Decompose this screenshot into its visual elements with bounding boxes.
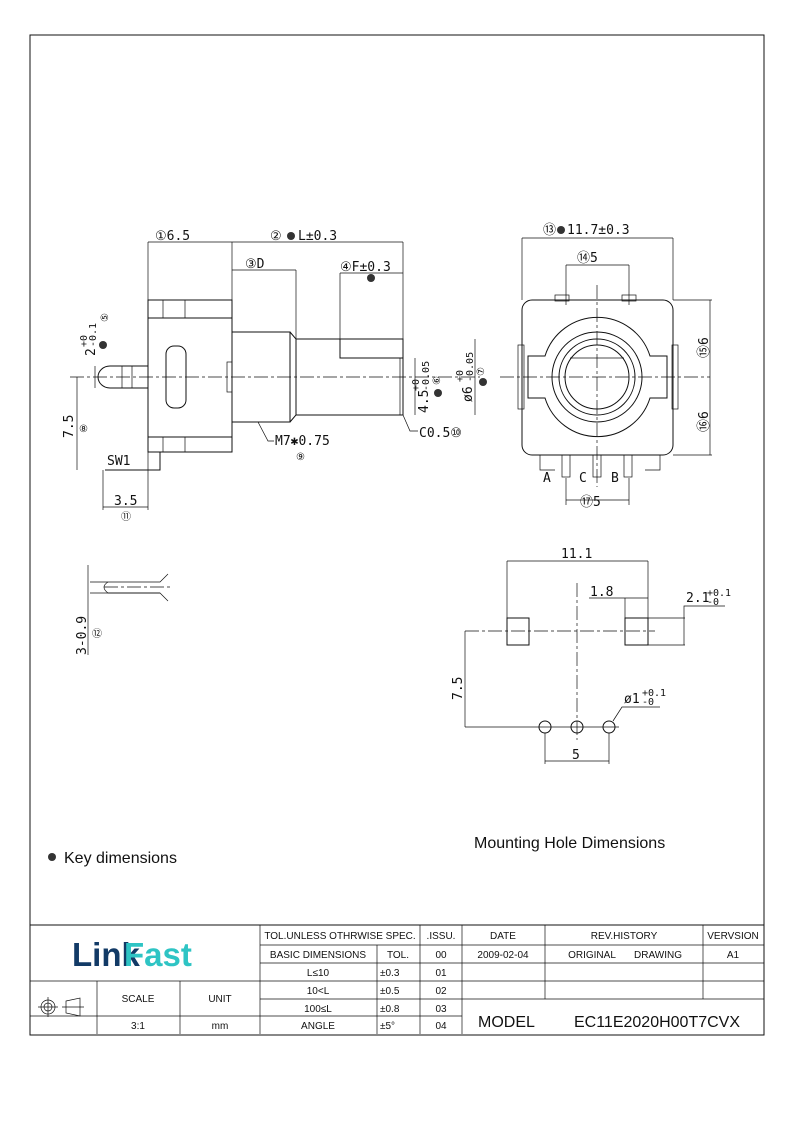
scale-value: 3:1 [131, 1021, 145, 1032]
tol-col-header: TOL. [387, 950, 409, 961]
dim-pad: 1.8 [590, 585, 613, 600]
pin-a: A [543, 471, 551, 486]
pin-view: 3-0.9 ⑫ [75, 565, 170, 655]
dim-5: 2 [84, 348, 99, 356]
tol-row-dim: L≤10 [307, 968, 330, 979]
chamfer: C0.5⑩ [419, 426, 462, 441]
dim-2-no: ② [270, 229, 282, 244]
key-dot [367, 274, 375, 282]
key-dot [287, 232, 295, 240]
dim-17: ⑰5 [580, 495, 601, 510]
logo-link: Link [72, 936, 140, 973]
tol-row-tol: ±0.8 [380, 1004, 400, 1015]
thread-spec: M7✱0.75 [275, 434, 330, 449]
tol-row-dim: 100≤L [304, 1004, 332, 1015]
dim-hole-dn: -0 [642, 697, 654, 708]
dim-5-tol-dn: -0.1 [88, 323, 99, 347]
dim-16: ⑯6 [697, 411, 712, 432]
dim-6-no: ⑥ [432, 376, 443, 385]
tol-row-tol: ±0.3 [380, 968, 400, 979]
dim-8: 7.5 [62, 415, 77, 438]
dim-12-no: ⑫ [92, 628, 102, 640]
basic-dims-header: BASIC DIMENSIONS [270, 950, 366, 961]
sheet-frame [29, 34, 765, 1036]
dim-3: ③D [245, 257, 265, 272]
pin-c: C [579, 471, 587, 486]
dim-7: ø6 [461, 386, 476, 402]
dim-13-no: ⑬ [543, 223, 556, 238]
issu-00: 00 [435, 950, 447, 961]
dim-11-no: ⑪ [121, 511, 131, 523]
dim-6: 4.5 [417, 390, 432, 413]
sw-label: SW1 [107, 454, 130, 469]
tol-row-issu: 01 [435, 968, 447, 979]
tol-row-issu: 04 [435, 1021, 447, 1032]
logo-fast: Fast [124, 936, 192, 973]
dim-7-tol-up: +0 [455, 370, 466, 382]
key-dot [434, 389, 442, 397]
dim-6-tol-up: +0 [411, 379, 422, 391]
dim-6-tol-dn: -0.05 [421, 361, 432, 391]
mounting-hole-drawing: 11.1 1.8 2.1 +0.1 -0 7.5 ø1 +0.1 -0 5 Mo… [451, 547, 731, 852]
tol-row-issu: 03 [435, 1004, 447, 1015]
dim-15: ⑮6 [697, 337, 712, 358]
dim-1: ①6.5 [155, 229, 190, 244]
unit-label: UNIT [208, 994, 231, 1005]
tol-row-tol: ±0.5 [380, 986, 400, 997]
dim-pitch: 5 [572, 748, 580, 763]
date-header: DATE [490, 931, 516, 942]
dim-5-no: ⑤ [100, 313, 111, 322]
dim-hole-up: +0.1 [642, 688, 666, 699]
version-header: VERVSION [707, 931, 759, 942]
dim-hole: ø1 [624, 692, 640, 707]
rev-drawing: DRAWING [634, 950, 682, 961]
model-label: MODEL [478, 1014, 535, 1031]
pin-b: B [611, 471, 619, 486]
tol-row-dim: ANGLE [301, 1021, 335, 1032]
dim-12: 3-0.9 [75, 616, 90, 655]
key-dot [479, 378, 487, 386]
rev-original: ORIGINAL [568, 950, 616, 961]
version-value: A1 [727, 950, 740, 961]
tol-header: TOL.UNLESS OTHRWISE SPEC. [264, 931, 415, 942]
dim-4: ④F±0.3 [340, 260, 391, 275]
side-view: ①6.5 ② L±0.3 ③D ④F±0.3 2 +0 -0.1 ⑤ 7.5 ⑧… [62, 229, 487, 523]
tol-row-tol: ±5° [380, 1021, 395, 1032]
dim-13: 11.7±0.3 [567, 223, 630, 238]
dim-8-no: ⑧ [79, 424, 88, 435]
rev-header: REV.HISTORY [591, 931, 658, 942]
issu-header: .ISSU. [427, 931, 456, 942]
key-dot [557, 226, 565, 234]
dim-offset: 7.5 [451, 677, 466, 700]
model-value: EC11E2020H00T7CVX [574, 1014, 740, 1031]
unit-value: mm [212, 1021, 229, 1032]
front-view: A C B ⑬ 11.7±0.3 ⑭5 ⑮6 ⑯6 ⑰5 [500, 223, 712, 510]
thread-no: ⑨ [296, 452, 305, 463]
title-block: Link Fast SCALE UNIT 3:1 mm TOL.UNLESS O… [30, 924, 764, 1034]
key-dot-legend-icon [48, 853, 56, 861]
dim-7-no: ⑦ [476, 367, 487, 376]
dim-pad-h-dn: -0 [707, 597, 719, 608]
tol-row-issu: 02 [435, 986, 447, 997]
projection-symbol-icon [38, 997, 84, 1017]
dim-7-tol-dn: -0.05 [465, 352, 476, 382]
scale-label: SCALE [122, 994, 155, 1005]
date-value: 2009-02-04 [477, 950, 529, 961]
dim-11: 3.5 [114, 494, 137, 509]
dim-14: ⑭5 [577, 251, 598, 266]
dim-width: 11.1 [561, 547, 592, 562]
dim-5-tol-up: +0 [79, 335, 90, 347]
dim-pad-h: 2.1 [686, 591, 709, 606]
tol-row-dim: 10<L [307, 986, 330, 997]
key-dot [99, 341, 107, 349]
mounting-title: Mounting Hole Dimensions [474, 835, 665, 852]
legend-key-dimensions: Key dimensions [64, 850, 177, 867]
dim-pad-h-up: +0.1 [707, 588, 731, 599]
dim-2: L±0.3 [298, 229, 337, 244]
